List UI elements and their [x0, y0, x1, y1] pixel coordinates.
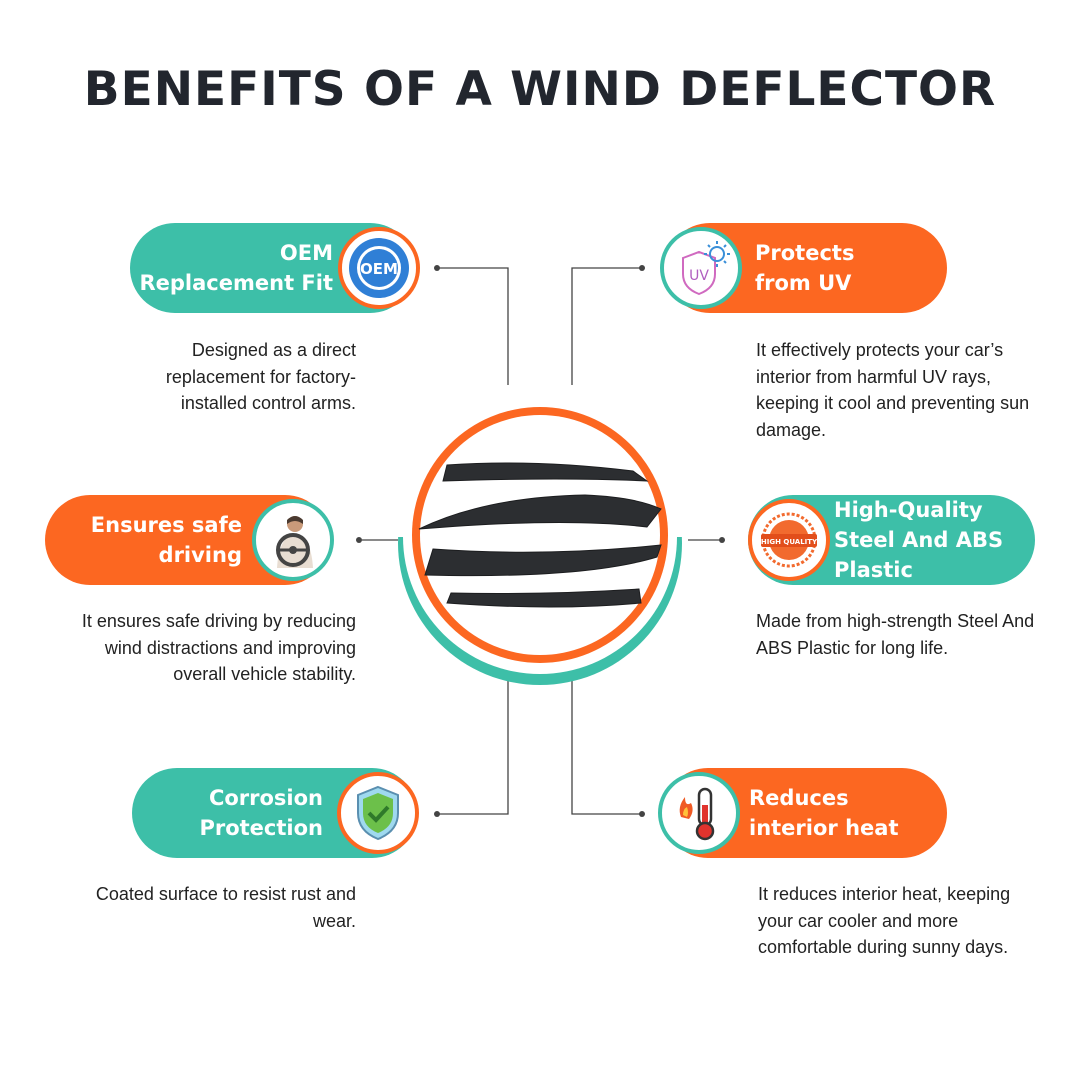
benefit-description: Coated surface to resist rust and wear. [95, 884, 356, 931]
page-title: BENEFITS OF A WIND DEFLECTOR [83, 62, 997, 117]
benefit-title: Protects from UV [755, 241, 855, 295]
badge-text: HIGH QUALITY [761, 538, 818, 546]
thermometer-fire-icon [658, 772, 740, 854]
benefit-description: It reduces interior heat, keeping your c… [758, 884, 1011, 957]
check-shield-icon [337, 772, 419, 854]
benefit-description: Made from high-strength Steel And ABS Pl… [756, 611, 1035, 658]
benefit-title: OEM Replacement Fit [139, 241, 333, 295]
benefit-description: It ensures safe driving by reducing wind… [81, 611, 356, 684]
driver-steering-wheel-icon [252, 499, 334, 581]
benefit-title: Reduces interior heat [749, 786, 899, 840]
benefit-title: Corrosion Protection [199, 786, 323, 840]
badge-text: OEM [360, 260, 398, 278]
benefit-description: It effectively protects your car’s inter… [756, 340, 1030, 440]
oem-badge-icon: OEM [338, 227, 420, 309]
benefit-description: Designed as a direct replacement for fac… [165, 340, 356, 413]
uv-shield-icon: UV [660, 227, 742, 309]
wind-deflector-image [385, 385, 695, 685]
badge-text: UV [689, 268, 709, 284]
benefit-title: High-Quality Steel And ABS Plastic [834, 498, 1004, 582]
high-quality-seal-icon: HIGH QUALITY [748, 499, 830, 581]
benefit-title: Ensures safe driving [90, 513, 242, 567]
